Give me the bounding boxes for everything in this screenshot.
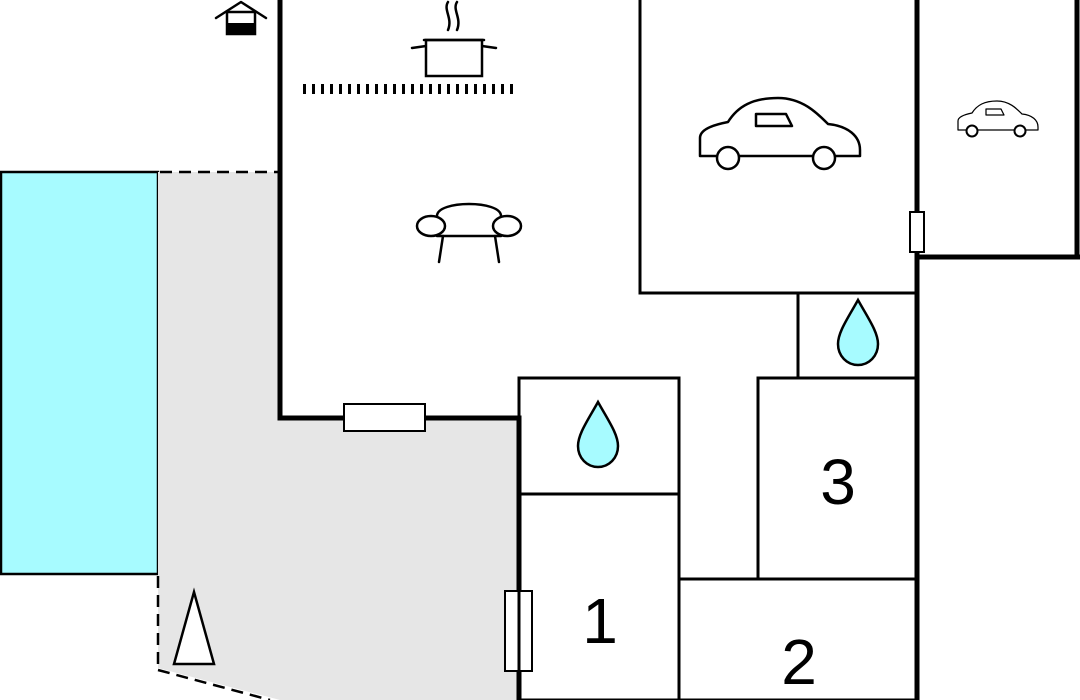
terrace <box>158 172 519 700</box>
bedroom-2-label: 2 <box>781 626 817 698</box>
water-drop-icon <box>836 297 880 367</box>
pool <box>0 170 160 576</box>
cooking-pot-icon <box>410 0 498 78</box>
terrace-edge-bottom <box>157 668 271 700</box>
sofa-icon <box>415 202 523 264</box>
well-icon <box>214 0 268 36</box>
car-icon <box>698 96 862 171</box>
bedroom-1-label: 1 <box>582 585 618 657</box>
door-living-terrace <box>343 403 426 432</box>
bedroom-3-label: 3 <box>820 446 856 518</box>
parasol-icon <box>172 587 216 666</box>
garage <box>638 0 919 295</box>
car-icon <box>957 100 1039 138</box>
door-garage-carport <box>909 211 925 253</box>
water-drop-icon <box>576 399 620 469</box>
